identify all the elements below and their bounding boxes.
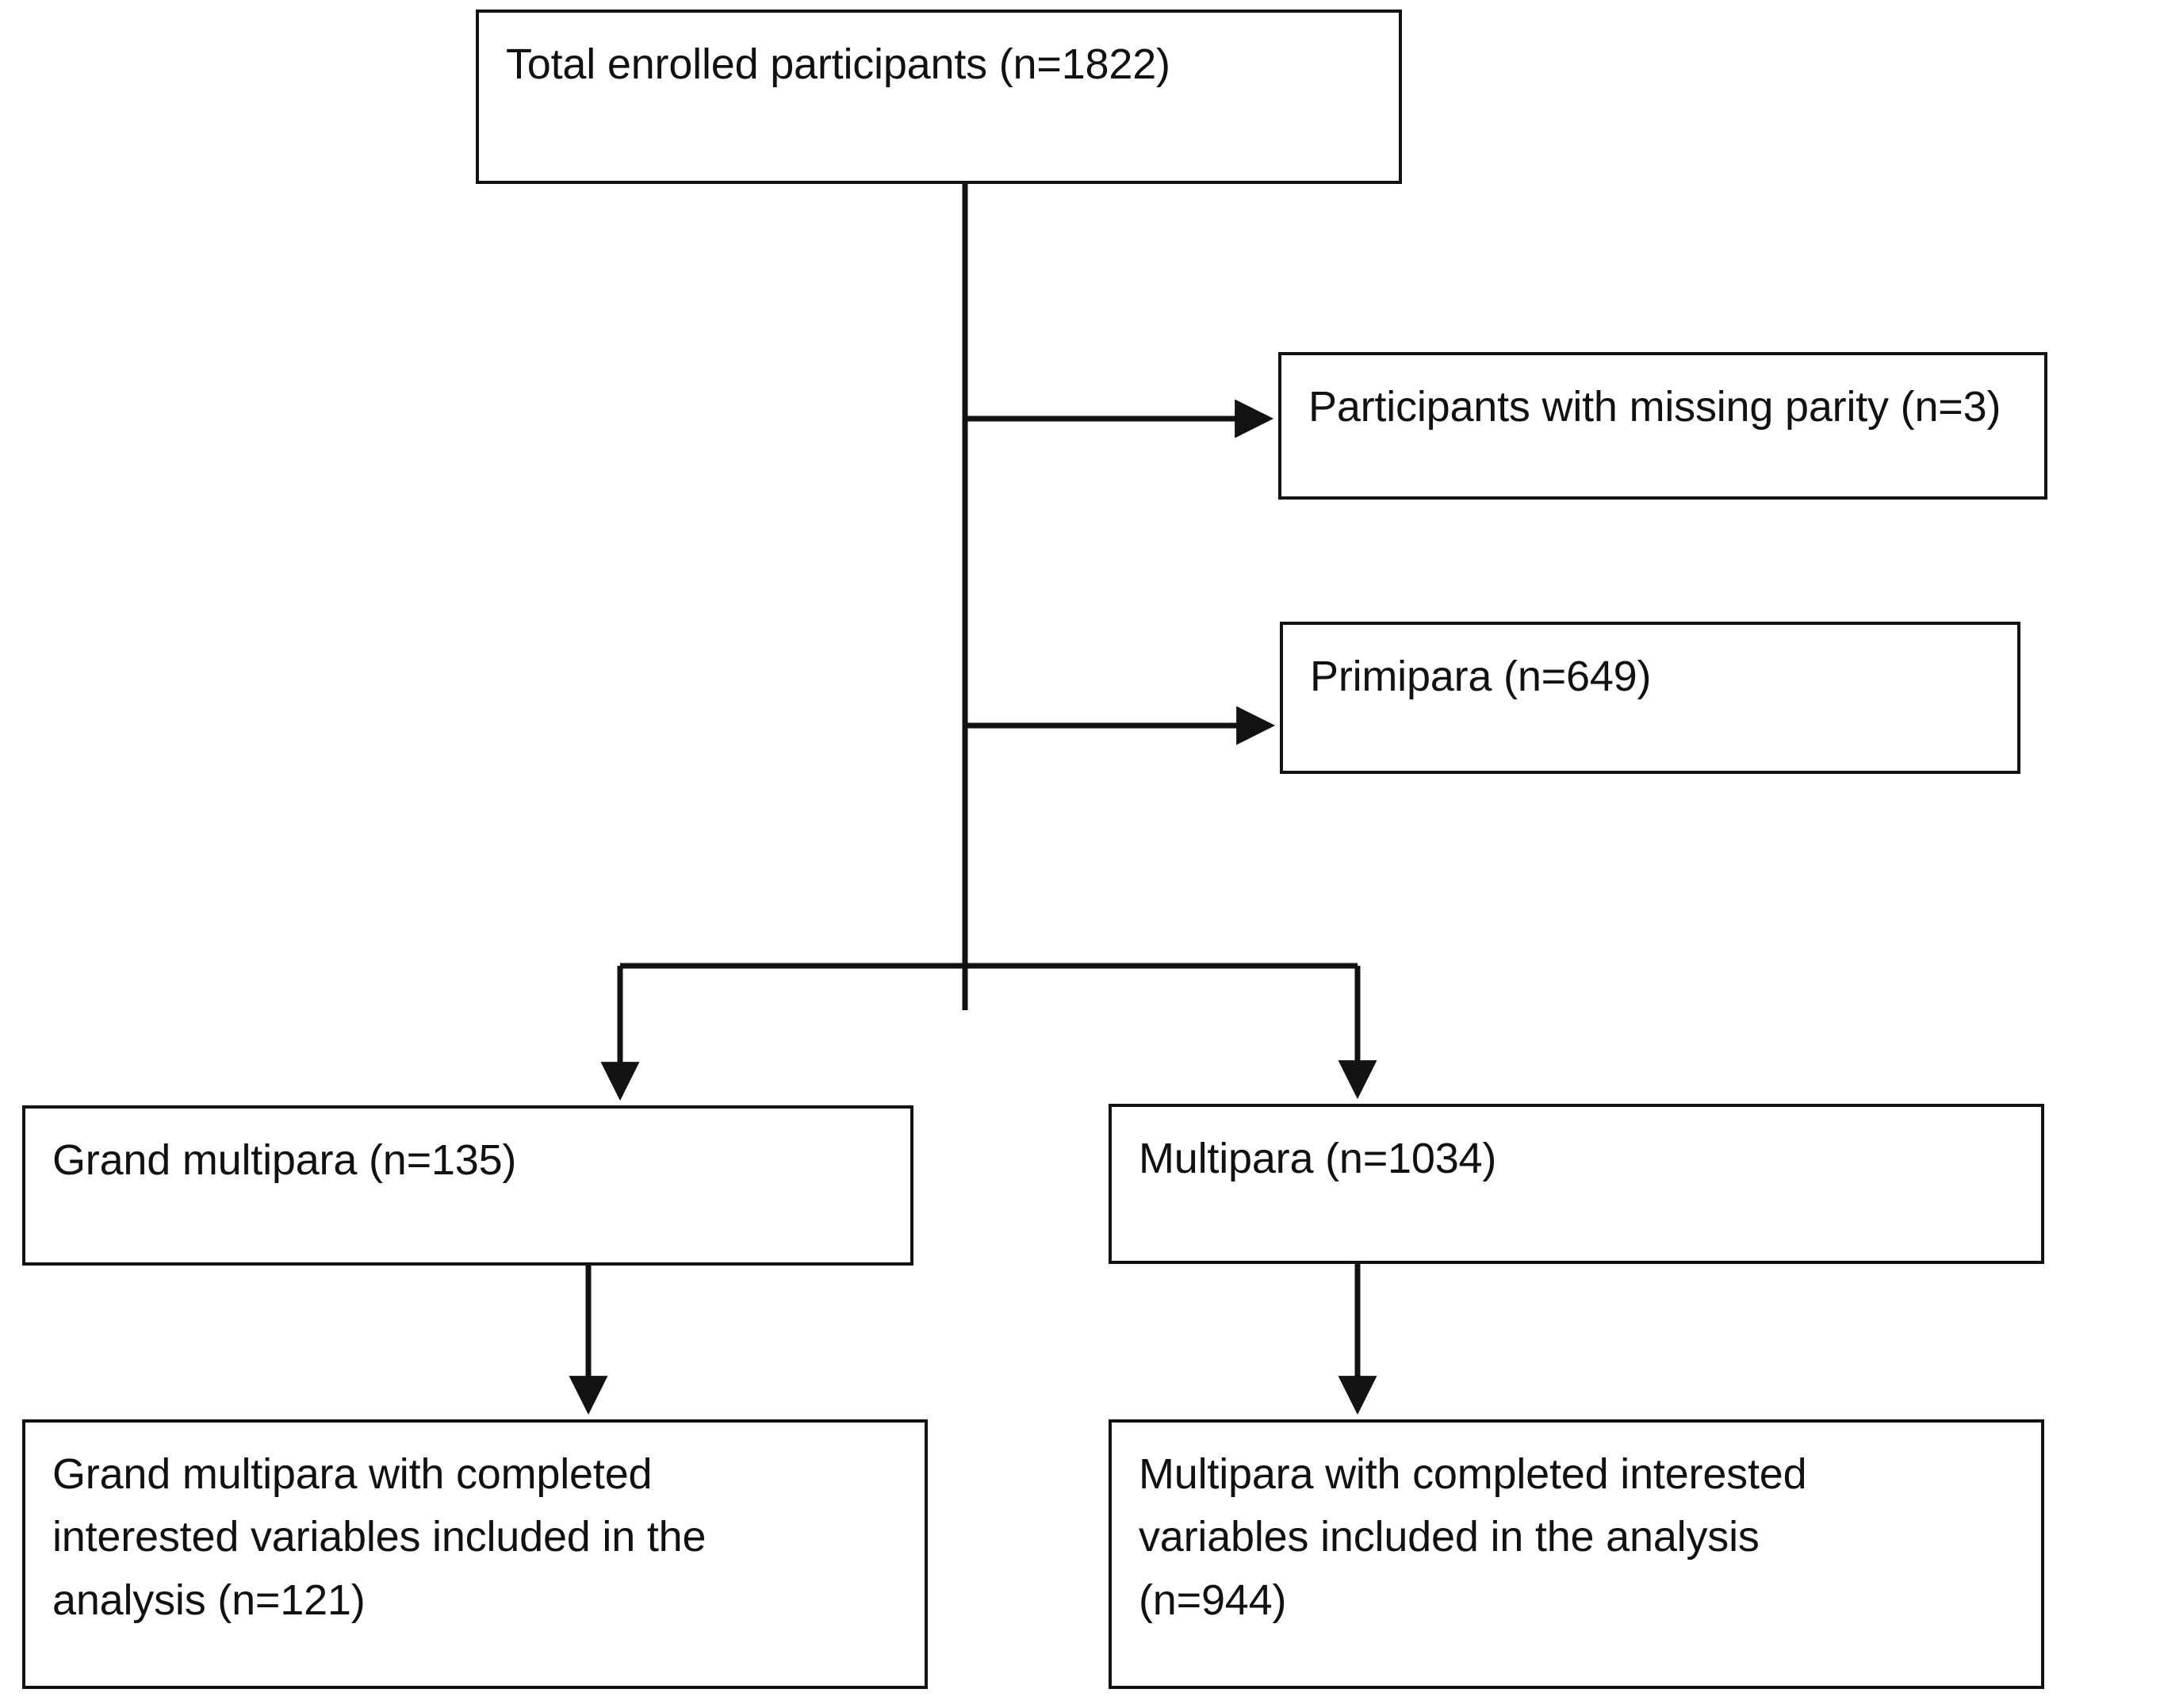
node-multipara: Multipara (n=1034) (1109, 1104, 2044, 1264)
node-grand-multipara-analysis: Grand multipara with completed intereste… (22, 1419, 928, 1689)
node-missing-parity-label: Participants with missing parity (n=3) (1308, 383, 2001, 431)
node-total-enrolled: Total enrolled participants (n=1822) (476, 10, 1402, 184)
node-multipara-analysis: Multipara with completed interested vari… (1109, 1419, 2044, 1689)
node-multipara-label: Multipara (n=1034) (1139, 1135, 1497, 1182)
node-grand-multipara-analysis-label: Grand multipara with completed intereste… (52, 1450, 707, 1624)
node-primipara-label: Primipara (n=649) (1310, 653, 1652, 700)
node-grand-multipara: Grand multipara (n=135) (22, 1105, 913, 1266)
node-primipara: Primipara (n=649) (1280, 622, 2020, 774)
node-missing-parity: Participants with missing parity (n=3) (1278, 352, 2047, 500)
node-multipara-analysis-label: Multipara with completed interested vari… (1139, 1450, 1807, 1624)
node-grand-multipara-label: Grand multipara (n=135) (52, 1136, 517, 1184)
node-total-enrolled-label: Total enrolled participants (n=1822) (506, 40, 1170, 88)
